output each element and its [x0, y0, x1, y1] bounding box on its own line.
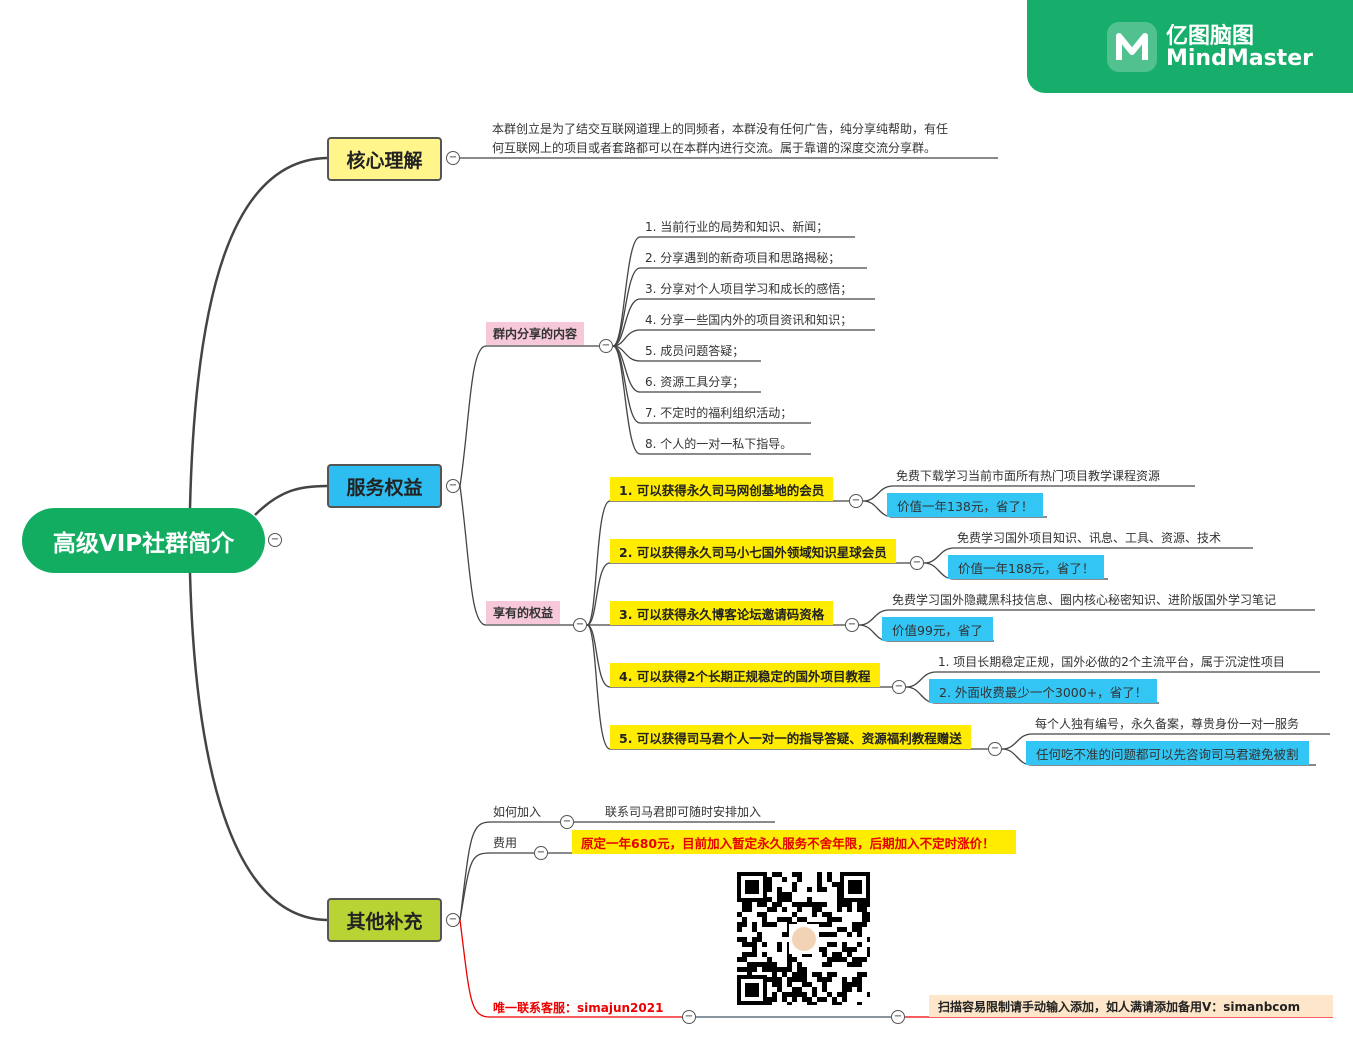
share-item[interactable]: 5. 成员问题答疑； [645, 344, 745, 358]
connector [612, 267, 867, 347]
collapse-button[interactable]: − [446, 479, 460, 493]
join-text[interactable]: 联系司马君即可随时安排加入 [605, 805, 762, 819]
benefit-title[interactable]: 5. 可以获得司马君个人一对一的指导答疑、资源福利教程赠送 [610, 725, 971, 749]
topic-other[interactable]: 其他补充 [327, 898, 442, 942]
collapse-button[interactable]: − [988, 742, 1002, 756]
topic-share[interactable]: 群内分享的内容 [486, 322, 585, 345]
share-item[interactable]: 8. 个人的一对一私下指导。 [645, 437, 793, 451]
collapse-button[interactable]: − [599, 339, 613, 353]
connector [612, 329, 875, 347]
connector [612, 298, 875, 347]
benefit-title[interactable]: 2. 可以获得永久司马小七国外领域知识星球会员 [610, 539, 896, 563]
benefit-title[interactable]: 1. 可以获得永久司马网创基地的会员 [610, 477, 834, 501]
benefit-value[interactable]: 任何吃不准的问题都可以先咨询司马君避免被割 [1026, 741, 1309, 765]
connector [612, 345, 761, 362]
benefit-note[interactable]: 每个人独有编号，永久备案，尊贵身份一对一服务 [1035, 717, 1300, 731]
topic-core[interactable]: 核心理解 [327, 137, 442, 181]
connector [1001, 733, 1330, 750]
collapse-button[interactable]: − [892, 680, 906, 694]
collapse-button[interactable]: − [560, 815, 574, 829]
collapse-button[interactable]: − [891, 1010, 905, 1024]
brand-name-en: MindMaster [1166, 46, 1313, 71]
core-text-line: 何互联网上的项目或者套路都可以在本群内进行交流。属于靠谱的深度交流分享群。 [492, 141, 937, 155]
connector [862, 485, 1195, 502]
fee-label[interactable]: 费用 [493, 836, 518, 850]
mindmaster-logo: 亿图脑图 MindMaster [1027, 0, 1353, 93]
collapse-button[interactable]: − [268, 533, 282, 547]
benefit-value[interactable]: 价值一年138元，省了！ [887, 493, 1044, 517]
core-text[interactable]: 本群创立是为了结交互联网道理上的同频者，本群没有任何广告，纯分享纯帮助，有任 何… [492, 120, 948, 158]
collapse-button[interactable]: − [446, 151, 460, 165]
root-topic[interactable]: 高级VIP社群简介 [22, 508, 265, 573]
join-label[interactable]: 如何加入 [493, 805, 542, 819]
collapse-button[interactable]: − [682, 1010, 696, 1024]
share-item[interactable]: 6. 资源工具分享； [645, 375, 745, 389]
connector [586, 500, 849, 626]
benefit-value[interactable]: 2. 外面收费最少一个3000+，省了！ [929, 679, 1158, 703]
benefit-note[interactable]: 免费学习国外隐藏黑科技信息、圈内核心秘密知识、进阶版国外学习笔记 [892, 593, 1277, 607]
mindmaster-logo-icon [1107, 22, 1157, 72]
brand-name-cn: 亿图脑图 [1166, 24, 1255, 49]
fee-text[interactable]: 原定一年680元，目前加入暂定永久服务不舍年限，后期加入不定时涨价！ [572, 830, 1016, 854]
benefit-note[interactable]: 免费下载学习当前市面所有热门项目教学课程资源 [896, 469, 1161, 483]
connector [612, 345, 761, 393]
collapse-button[interactable]: − [910, 556, 924, 570]
connector [612, 236, 855, 347]
collapse-button[interactable]: − [534, 846, 548, 860]
benefit-value[interactable]: 价值一年188元，省了！ [948, 555, 1105, 579]
share-item[interactable]: 2. 分享遇到的新奇项目和思路揭秘； [645, 251, 841, 265]
connector [858, 609, 1315, 626]
share-item[interactable]: 1. 当前行业的局势和知识、新闻； [645, 220, 829, 234]
topic-service[interactable]: 服务权益 [327, 464, 442, 508]
core-text-line: 本群创立是为了结交互联网道理上的同频者，本群没有任何广告，纯分享纯帮助，有任 [492, 122, 949, 136]
connector [586, 624, 892, 688]
benefit-title[interactable]: 4. 可以获得2个长期正规稳定的国外项目教程 [610, 663, 880, 687]
connector [612, 345, 811, 455]
contact-text[interactable]: 唯一联系客服：simajun2021 [493, 1001, 664, 1015]
benefit-note[interactable]: 1. 项目长期稳定正规，国外必做的2个主流平台，属于沉淀性项目 [938, 655, 1285, 669]
topic-benefits[interactable]: 享有的权益 [486, 601, 561, 624]
share-item[interactable]: 4. 分享一些国内外的项目资讯和知识； [645, 313, 853, 327]
connector [586, 562, 910, 626]
connector [905, 671, 1320, 688]
collapse-button[interactable]: − [446, 913, 460, 927]
collapse-button[interactable]: − [845, 618, 859, 632]
share-item[interactable]: 7. 不定时的福利组织活动； [645, 406, 793, 420]
connector [586, 624, 988, 750]
qr-code-image [737, 872, 870, 1005]
benefit-note[interactable]: 免费学习国外项目知识、讯息、工具、资源、技术 [957, 531, 1222, 545]
collapse-button[interactable]: − [573, 618, 587, 632]
benefit-value[interactable]: 价值99元，省了 [882, 617, 993, 641]
scan-note[interactable]: 扫描容易限制请手动输入添加，如人满请添加备用V：simanbcom [929, 995, 1333, 1017]
connector [923, 547, 1253, 564]
benefit-title[interactable]: 3. 可以获得永久博客论坛邀请码资格 [610, 601, 834, 625]
share-item[interactable]: 3. 分享对个人项目学习和成长的感悟； [645, 282, 853, 296]
collapse-button[interactable]: − [849, 494, 863, 508]
